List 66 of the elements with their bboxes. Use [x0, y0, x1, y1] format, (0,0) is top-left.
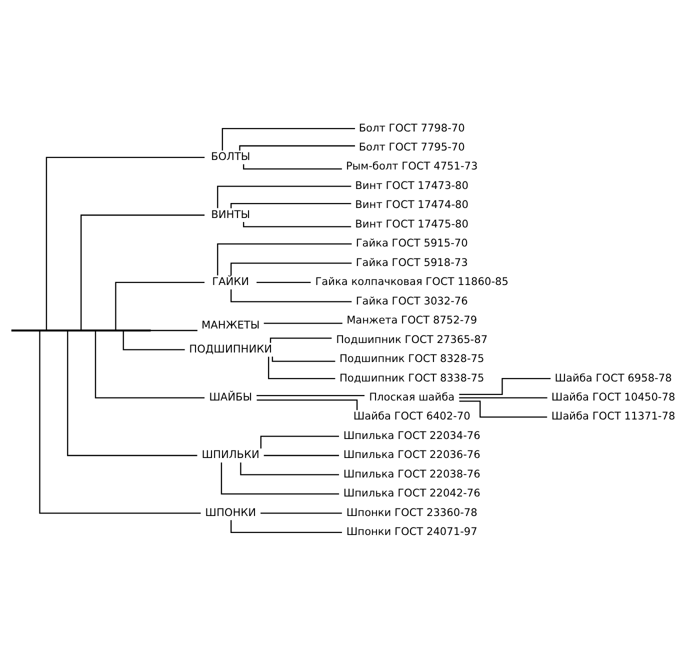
- node-text: ПОДШИПНИКИ: [189, 342, 272, 355]
- connector: [220, 462, 340, 494]
- node-text: Шпилька ГОСТ 22036-76: [343, 448, 480, 461]
- connector: [240, 462, 339, 475]
- node-text: Болт ГОСТ 7798-70: [358, 122, 465, 134]
- connector: [217, 242, 352, 275]
- node-text: Подшипник ГОСТ 27365-87: [336, 333, 488, 346]
- connector: [39, 330, 201, 514]
- node-text: Шайба ГОСТ 10450-78: [551, 391, 676, 403]
- node-text: Гайка колпачковая ГОСТ 11860-85: [315, 276, 508, 288]
- node-text: Болт ГОСТ 7795-70: [358, 141, 465, 153]
- connector: [67, 330, 198, 456]
- node-text: ГАЙКИ: [212, 276, 250, 288]
- connector: [230, 202, 352, 208]
- node-text: ШПОНКИ: [205, 506, 256, 518]
- node-text: ШАЙБЫ: [209, 391, 252, 403]
- connector: [459, 396, 548, 398]
- node-text: Подшипник ГОСТ 8328-75: [339, 352, 484, 365]
- node-text: Шайба ГОСТ 11371-78: [551, 410, 676, 422]
- connector: [260, 512, 342, 514]
- connector: [122, 330, 185, 350]
- node-text: Гайка ГОСТ 5915-70: [356, 237, 468, 250]
- node-text: Винт ГОСТ 17474-80: [355, 198, 469, 211]
- node-text: Плоская шайба: [369, 391, 455, 403]
- node-text: Шпилька ГОСТ 22038-76: [343, 468, 480, 480]
- node-text: ВИНТЫ: [211, 208, 250, 220]
- node-text: Манжета ГОСТ 8752-79: [346, 314, 478, 326]
- connector: [230, 262, 352, 275]
- node-text: Шпилька ГОСТ 22034-76: [343, 429, 480, 442]
- node-text: Винт ГОСТ 17473-80: [355, 179, 469, 192]
- connector: [270, 337, 332, 342]
- node-text: Гайка ГОСТ 5918-73: [356, 256, 468, 268]
- connector: [256, 281, 311, 282]
- connector: [243, 164, 342, 170]
- connector: [150, 329, 198, 331]
- connector: [94, 330, 205, 398]
- connector: [80, 214, 205, 330]
- connector: [264, 322, 342, 324]
- connector: [115, 281, 205, 330]
- connector: [239, 144, 355, 150]
- node-text: ШПИЛЬКИ: [202, 448, 260, 461]
- node-text: Шпонки ГОСТ 23360-78: [346, 506, 478, 518]
- node-text: Рым-болт ГОСТ 4751-73: [346, 160, 478, 172]
- connector: [230, 288, 352, 302]
- connector: [268, 356, 336, 379]
- connector: [243, 221, 352, 227]
- connector: [256, 394, 365, 396]
- node-text: Шайба ГОСТ 6958-78: [554, 372, 672, 384]
- connector: [260, 435, 340, 448]
- connector: [272, 356, 336, 362]
- node-text: МАНЖЕТЫ: [202, 318, 260, 331]
- connector: [459, 378, 551, 395]
- connector: [222, 128, 355, 150]
- connector: [256, 398, 358, 410]
- node-bar: [11, 329, 151, 331]
- node-text: Шпонки ГОСТ 24071-97: [346, 526, 478, 538]
- connector: [217, 185, 352, 208]
- node-text: Шайба ГОСТ 6402-70: [353, 410, 470, 422]
- node-text: Шпилька ГОСТ 22042-76: [343, 487, 480, 500]
- node-text: Гайка ГОСТ 3032-76: [356, 294, 468, 307]
- connector: [264, 454, 339, 456]
- connector: [459, 400, 548, 418]
- node-text: БОЛТЫ: [210, 150, 250, 163]
- connector: [46, 156, 205, 330]
- node-text: Подшипник ГОСТ 8338-75: [339, 372, 484, 384]
- node-text: Винт ГОСТ 17475-80: [355, 218, 469, 230]
